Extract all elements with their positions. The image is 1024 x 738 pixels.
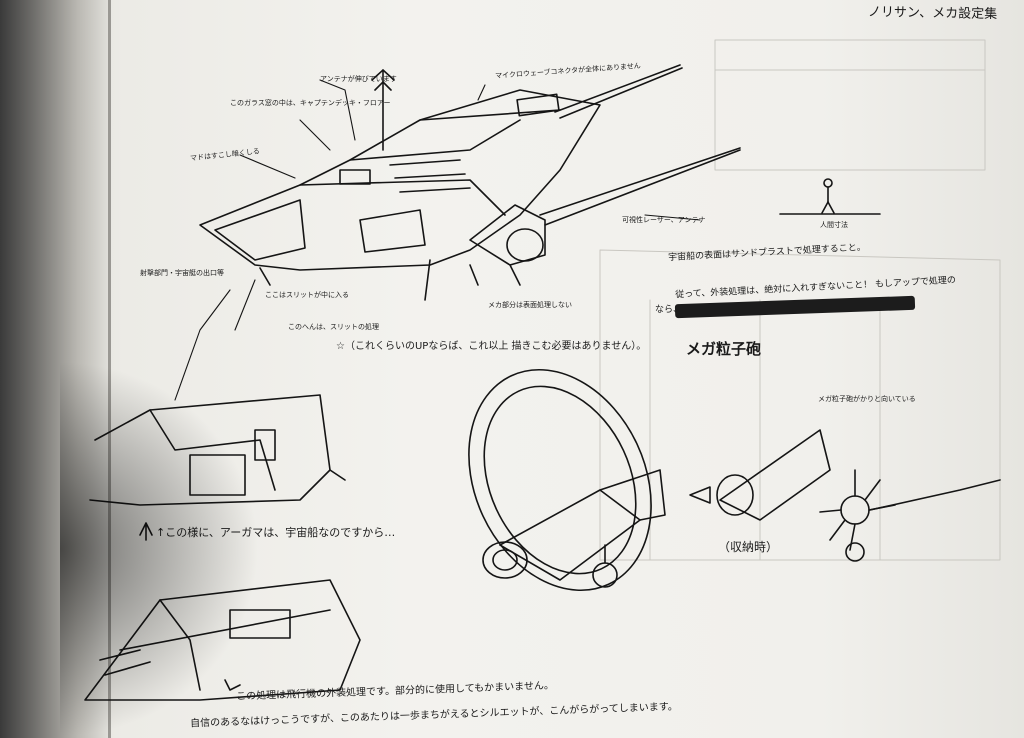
left-annotation: 射撃部門・宇宙艇の出口等 (140, 269, 224, 277)
weapon-title: メガ粒子砲 (686, 340, 762, 358)
closeup-caption: ☆（これくらいのUPならば、これ以上 描きこむ必要はありません）。 (336, 341, 647, 352)
range-annotation: 可視性レーザー、アンテナ (622, 216, 706, 224)
mega-particle-cannon-drawing (468, 368, 1001, 592)
slit-annotation: ここはスリットが中に入る (265, 291, 349, 299)
human-scale-label: 人間寸法 (820, 221, 848, 229)
x-annotation: メガ粒子砲がかりと向いている (818, 395, 916, 403)
page-header: ノリサン、メカ設定集 (867, 4, 998, 23)
right-slit-annotation: このへんは、スリットの処理 (288, 323, 379, 331)
leader-lines (174, 79, 701, 401)
window-partition-annotation: このガラス窓の中は、キャプテンデッキ・フロアー (230, 99, 391, 107)
antenna-annotation: アンテナが伸びています (320, 75, 397, 83)
weapon-side-annotation: メカ部分は表面処理しない (488, 301, 572, 309)
page-shadow (60, 360, 260, 738)
argama-ship-drawing (199, 64, 741, 301)
human-scale-figure (779, 178, 881, 215)
stowed-caption: （収納時） (718, 540, 779, 554)
hull-note-3: なら、 (655, 305, 683, 315)
ghost-drawing (599, 39, 1001, 561)
